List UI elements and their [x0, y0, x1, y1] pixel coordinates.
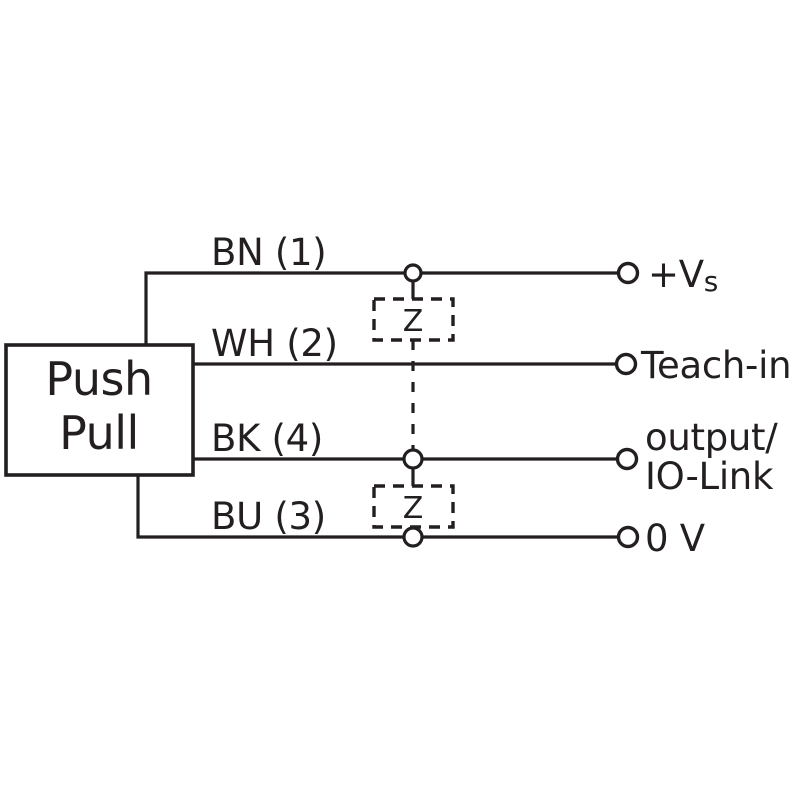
push-pull-label-line1: Push	[45, 352, 152, 406]
wire-label-bu: BU (3)	[211, 495, 326, 538]
junction-node-bn	[403, 263, 423, 283]
push-pull-block	[4, 343, 195, 477]
wire-label-wh: WH (2)	[211, 322, 338, 365]
wire-label-bn: BN (1)	[211, 231, 326, 274]
z-lower-label: Z	[403, 491, 424, 526]
junction-node-bu	[402, 526, 424, 548]
terminal-label-vs-main: +V	[648, 253, 704, 296]
terminal-output-iolink[interactable]	[615, 447, 639, 471]
terminal-label-0v: 0 V	[645, 517, 705, 560]
terminal-teach-in[interactable]	[614, 352, 638, 376]
terminal-vs[interactable]	[616, 261, 640, 285]
terminal-label-teach-in: Teach-in	[640, 344, 791, 387]
junction-node-bk	[402, 448, 424, 470]
wire-label-bk: BK (4)	[211, 417, 323, 460]
terminal-label-vs-subscript: s	[704, 265, 718, 298]
wire-bu	[136, 475, 619, 539]
terminal-label-output-line2: IO-Link	[645, 455, 774, 498]
push-pull-label-line2: Pull	[59, 406, 139, 460]
terminal-0v[interactable]	[616, 525, 640, 549]
z-upper-label: Z	[403, 304, 424, 339]
terminal-label-output-line1: output/	[645, 416, 778, 459]
terminal-label-vs: +Vs	[648, 253, 718, 298]
wire-bn	[144, 271, 619, 345]
